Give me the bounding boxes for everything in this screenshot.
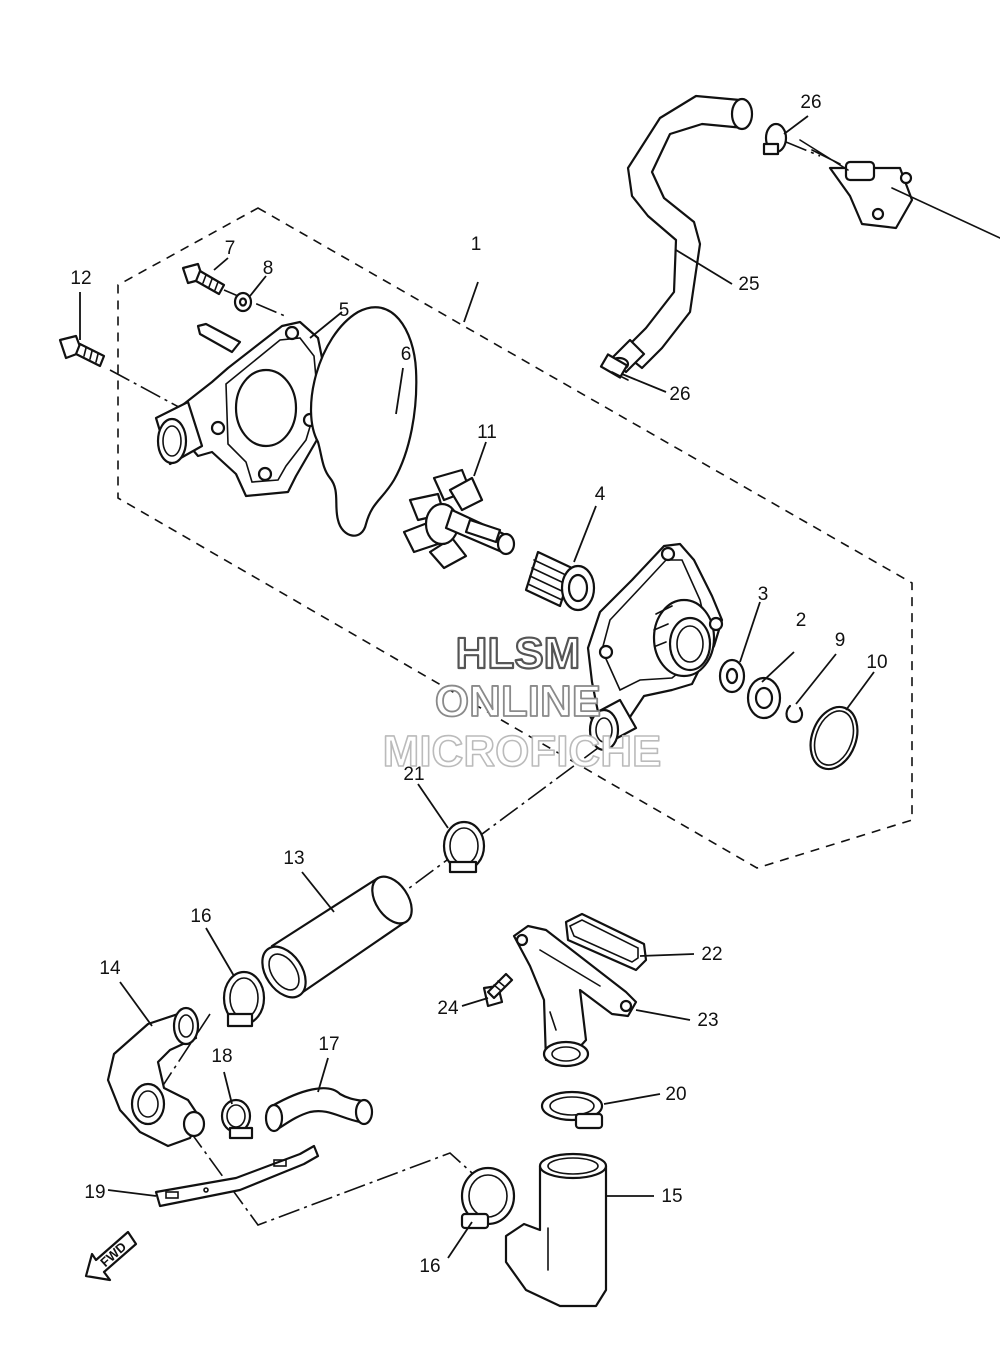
oil-seal xyxy=(718,658,746,694)
callout-20: 20 xyxy=(665,1084,686,1105)
bolt-24 xyxy=(482,972,514,1008)
elbow-hose-14 xyxy=(106,1006,206,1148)
hose-clamp-bottom xyxy=(599,353,629,381)
callout-9: 9 xyxy=(835,630,846,651)
thermostat-gasket xyxy=(564,912,648,972)
callout-1: 1 xyxy=(471,234,482,255)
cover-gasket xyxy=(310,306,418,537)
hose-clamp-16-lower xyxy=(460,1166,516,1230)
bypass-hose xyxy=(608,94,754,374)
hose-clamp-20 xyxy=(540,1090,604,1130)
callout-2: 2 xyxy=(796,610,807,631)
callout-11: 11 xyxy=(477,422,497,443)
hose-clamp-top xyxy=(762,122,788,156)
small-hose-17 xyxy=(264,1087,374,1133)
watermark: HLSM ONLINE MICROFICHE xyxy=(382,628,662,777)
pipe-15 xyxy=(504,1152,608,1308)
bolt-line xyxy=(109,289,286,413)
callout-13: 13 xyxy=(283,848,304,869)
callout-7: 7 xyxy=(225,238,236,259)
bolt-7 xyxy=(181,262,226,296)
callout-26-lower: 26 xyxy=(669,384,690,405)
assembly-boundary xyxy=(117,207,913,869)
callout-19: 19 xyxy=(84,1182,105,1203)
watermark-line-2: ONLINE xyxy=(435,677,601,726)
callout-17: 17 xyxy=(318,1034,339,1055)
thermostat-housing xyxy=(512,924,638,1068)
callout-16-upper: 16 xyxy=(190,906,211,927)
washer-8 xyxy=(233,291,253,313)
leader-lines xyxy=(79,115,875,1259)
callout-4: 4 xyxy=(595,484,606,505)
watermark-line-3: MICROFICHE xyxy=(383,727,662,776)
callout-22: 22 xyxy=(701,944,722,965)
callout-5: 5 xyxy=(339,300,350,321)
callout-8: 8 xyxy=(263,258,274,279)
engine-fitting xyxy=(785,139,1000,239)
hose-clamp-16-upper xyxy=(222,970,266,1028)
callout-12: 12 xyxy=(70,268,91,289)
callout-26-upper: 26 xyxy=(800,92,821,113)
callout-18: 18 xyxy=(211,1046,232,1067)
bearing xyxy=(746,676,782,720)
callout-25: 25 xyxy=(738,274,759,295)
callout-10: 10 xyxy=(866,652,887,673)
small-clamp-18 xyxy=(220,1098,254,1140)
callout-23: 23 xyxy=(697,1010,718,1031)
hose-clamp-21 xyxy=(442,820,486,874)
mechanical-seal xyxy=(524,550,596,612)
callout-6: 6 xyxy=(401,344,412,365)
center-line xyxy=(159,744,603,1226)
pump-cover xyxy=(154,320,330,498)
callout-16-lower: 16 xyxy=(419,1256,440,1277)
o-ring xyxy=(809,705,859,771)
callout-15: 15 xyxy=(661,1186,682,1207)
pump-housing xyxy=(586,542,724,752)
forward-arrow-icon: FWD xyxy=(84,1230,138,1282)
bolt-12 xyxy=(58,334,106,368)
callout-14: 14 xyxy=(99,958,121,979)
callout-21: 21 xyxy=(403,764,424,785)
bracket-19 xyxy=(154,1144,320,1208)
callout-labels: 1 2 3 4 5 6 7 8 9 10 11 12 13 14 15 16 1… xyxy=(70,92,887,1277)
impeller xyxy=(402,468,516,570)
watermark-line-1: HLSM xyxy=(456,629,581,678)
callout-3: 3 xyxy=(758,584,769,605)
circlip xyxy=(785,704,804,724)
hose-13 xyxy=(261,875,413,999)
callout-24: 24 xyxy=(437,998,459,1019)
